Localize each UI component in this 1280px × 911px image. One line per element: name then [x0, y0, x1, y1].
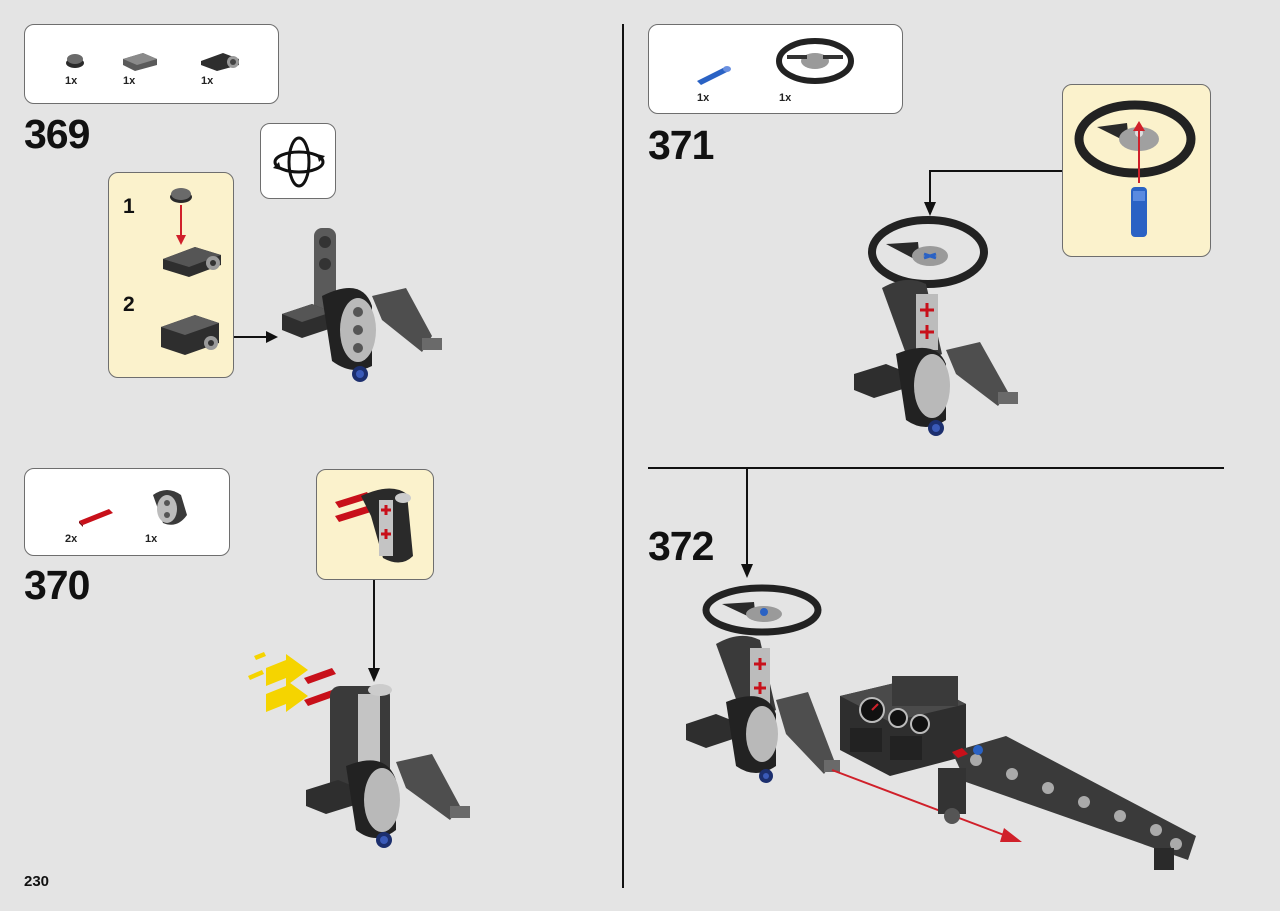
parts-list-369: 1x 1x 1x: [24, 24, 279, 104]
beam-connector-part-icon: [153, 490, 187, 525]
subassembly-callout-370: [316, 469, 434, 580]
substep-1-illustration: [163, 188, 221, 277]
step-separator: [648, 467, 1224, 469]
part-qty: 1x: [201, 75, 214, 87]
step-flow-arrow: [741, 468, 753, 578]
red-axle-pin-part-icon: [79, 509, 113, 527]
callout-illustration: [1074, 100, 1196, 237]
rotate-model-icon: [260, 123, 336, 199]
model-illustration-370: [248, 652, 470, 848]
parts-list-370: 2x 1x: [24, 468, 230, 556]
subassembly-callout-371: [1062, 84, 1211, 257]
part-qty: 1x: [65, 75, 78, 87]
substep-number: 2: [123, 293, 135, 316]
callout-illustration: [335, 488, 413, 563]
parts-list-371: 1x 1x: [648, 24, 903, 114]
subassembly-callout-369: 1 2: [108, 172, 234, 378]
model-illustration-371: [854, 216, 1018, 436]
substep-number: 1: [123, 195, 135, 218]
callout-pointer-arrow: [924, 170, 1062, 216]
part-qty: 1x: [779, 92, 792, 104]
step-number-369: 369: [24, 111, 90, 157]
page-divider: [622, 24, 624, 888]
part-qty: 1x: [123, 75, 136, 87]
plate-with-pin-hole-part-icon: [201, 53, 239, 71]
step-number-371: 371: [648, 122, 714, 168]
part-qty: 1x: [697, 92, 710, 104]
model-illustration-369: [282, 228, 442, 382]
placement-arrow: [234, 331, 278, 343]
curved-slope-part-icon: [123, 53, 157, 71]
callout-pointer-arrow: [368, 580, 380, 682]
part-qty: 2x: [65, 533, 78, 545]
steering-wheel-part-icon: [776, 38, 854, 84]
substep-2-illustration: [161, 315, 219, 355]
blue-axle-pin-part-icon: [697, 66, 731, 85]
model-illustration-372: [686, 584, 1196, 870]
step-number-372: 372: [648, 523, 714, 569]
round-plate-part-icon: [66, 54, 84, 68]
page-number: 230: [24, 873, 50, 890]
step-number-370: 370: [24, 562, 90, 608]
part-qty: 1x: [145, 533, 158, 545]
